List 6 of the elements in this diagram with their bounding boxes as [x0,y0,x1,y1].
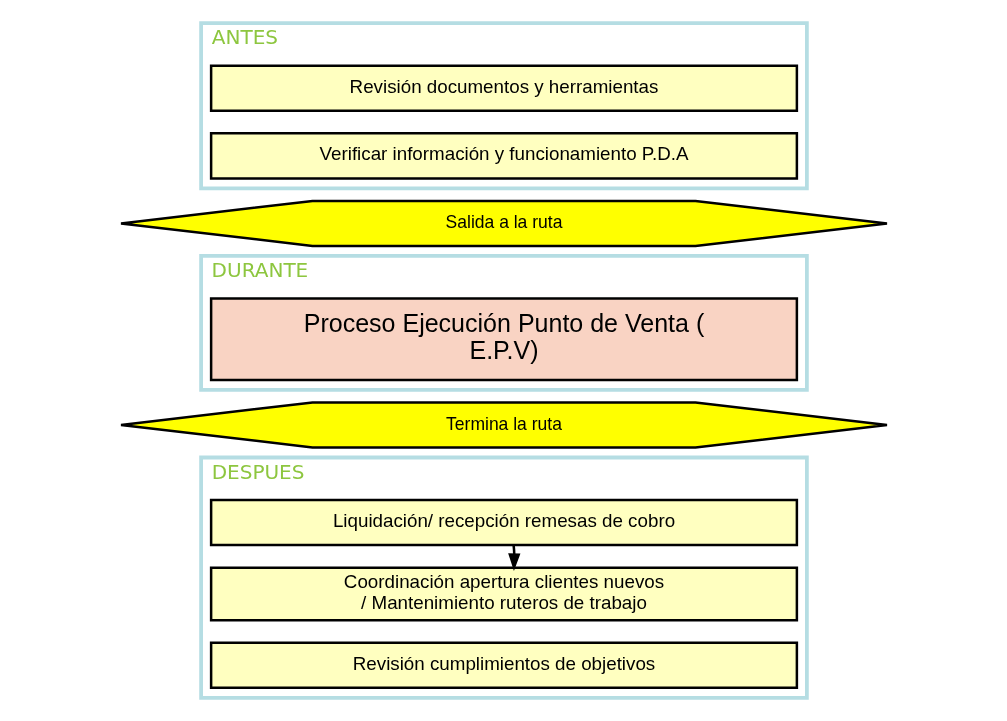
node-box: Liquidación/ recepción remesas de cobro [209,498,798,547]
node-box: Revisión cumplimientos de objetivos [209,641,798,690]
node-box: Coordinación apertura clientes nuevos / Mantenimiento ruteros de trabajo [209,566,798,622]
node-box: Verificar información y funcionamiento P.D.A [209,132,798,180]
node-box: Proceso Ejecución Punto de Venta ( E.P.V) [209,297,798,382]
node-box: Revisión documentos y herramientas [209,64,798,113]
